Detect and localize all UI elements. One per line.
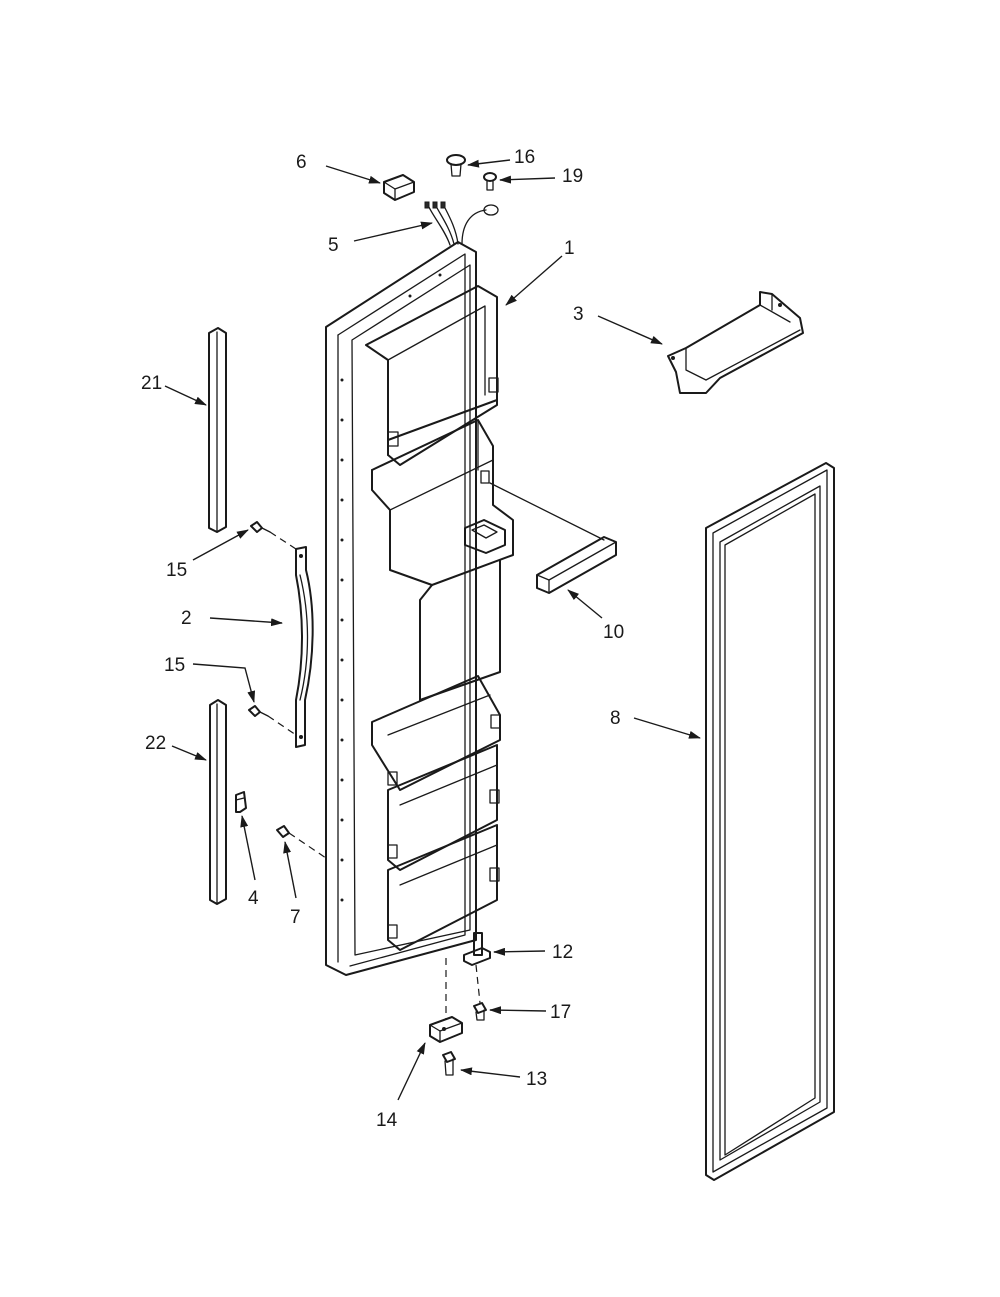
callout-5: 5	[328, 235, 339, 256]
part-12-hinge-pin	[463, 932, 491, 966]
part-4-clip	[235, 791, 247, 813]
callout-15-upper: 15	[166, 560, 187, 581]
screw-19	[483, 172, 497, 191]
wire-harness	[424, 201, 499, 246]
callout-19: 19	[562, 166, 583, 187]
screw-16	[446, 154, 466, 177]
part-22-trim	[209, 699, 227, 905]
callout-15-lower: 15	[164, 655, 185, 676]
callout-labels: 1 2 3 4 5 6 7 8 10 12 13 14 15 15 16 17 …	[141, 147, 624, 1131]
callout-14: 14	[376, 1110, 398, 1131]
callout-6: 6	[296, 152, 307, 173]
callout-10: 10	[603, 622, 624, 643]
callout-8: 8	[610, 708, 621, 729]
callout-16: 16	[514, 147, 535, 168]
part-7-screw	[276, 825, 327, 859]
callout-4: 4	[248, 888, 259, 909]
callout-13: 13	[526, 1069, 547, 1090]
part-3-bracket	[667, 291, 804, 394]
part-8-gasket	[705, 462, 835, 1181]
callout-1: 1	[564, 238, 575, 259]
connector-block	[383, 174, 415, 201]
callout-17: 17	[550, 1002, 571, 1023]
leader-lines	[164, 159, 701, 1101]
part-21-trim	[208, 327, 227, 533]
callout-3: 3	[573, 304, 584, 325]
part-13-screw	[442, 1051, 456, 1076]
callout-7: 7	[290, 907, 301, 928]
callout-2: 2	[181, 608, 192, 629]
callout-12: 12	[552, 942, 573, 963]
part-14-hinge	[429, 958, 463, 1043]
part-17-screw	[473, 964, 487, 1021]
part-2-handle	[295, 546, 314, 748]
screw-15-upper	[250, 521, 297, 550]
part-10-rail	[489, 482, 617, 594]
callout-22: 22	[145, 733, 166, 754]
door-edge-holes	[340, 273, 442, 902]
screw-15-lower	[248, 705, 297, 736]
door-assembly	[325, 241, 514, 976]
callout-21: 21	[141, 373, 162, 394]
